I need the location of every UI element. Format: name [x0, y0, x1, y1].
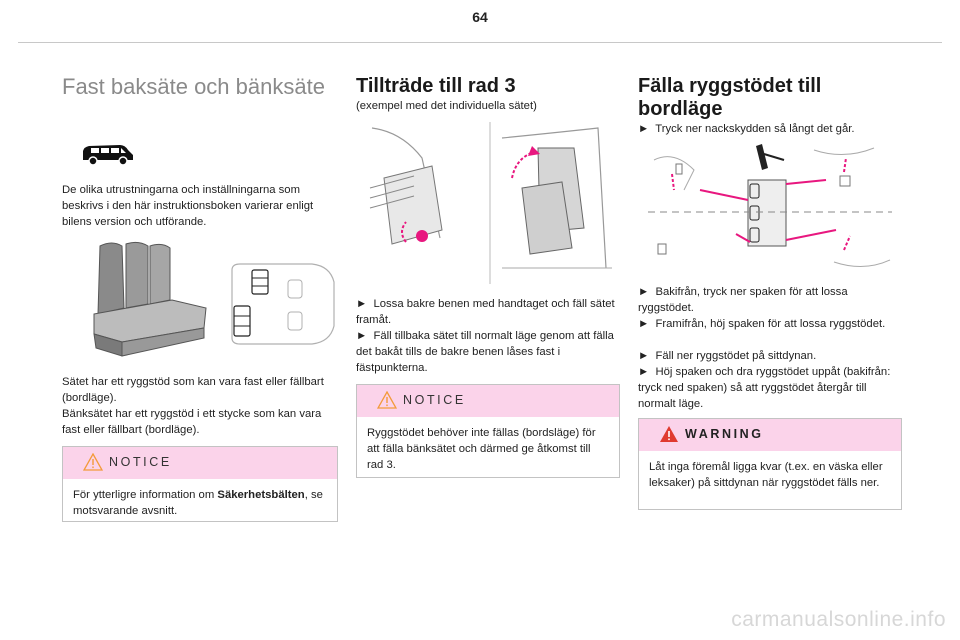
step-text: Fäll ner ryggstödet på sittdynan.: [655, 350, 817, 362]
bench-seat-illustration: [93, 241, 207, 357]
notice-box-2: NOTICE Ryggstödet behöver inte fällas (b…: [356, 384, 620, 478]
step-text: Höj spaken och dra ryggstödet uppåt (bak…: [638, 366, 891, 410]
notice-label: NOTICE: [109, 455, 172, 469]
warning-text: Låt inga föremål ligga kvar (t.ex. en vä…: [649, 461, 883, 489]
seat-description: Sätet har ett ryggstöd som kan vara fast…: [62, 376, 324, 436]
step-front-lever: ► Framifrån, höj spaken för att lossa ry…: [638, 316, 904, 332]
bullet-arrow: ►: [356, 330, 368, 342]
column-table-mode: Fälla ryggstödet till bordläge: [638, 68, 904, 121]
section-title-access-row-3: Tillträde till rad 3: [356, 75, 516, 97]
step-text: Framifrån, höj spaken för att lossa rygg…: [655, 318, 886, 330]
section-title-fixed-rear-seat: Fast baksäte och bänksäte: [62, 74, 325, 99]
bullet-arrow: ►: [638, 350, 650, 362]
step-text: Tryck ner nackskydden så långt det går.: [655, 123, 855, 135]
step-release-legs: ► Lossa bakre benen med handtaget och fä…: [356, 296, 620, 328]
warning-box: WARNING Låt inga föremål ligga kvar (t.e…: [638, 418, 902, 510]
section-title-table-mode: Fälla ryggstödet till bordläge: [638, 75, 822, 120]
seat-layout-diagram: [231, 263, 335, 345]
step-press-headrests: ► Tryck ner nackskydden så långt det går…: [638, 121, 904, 137]
notice-box-1: NOTICE För ytterligre information om Säk…: [62, 446, 338, 522]
step-text: Bakifrån, tryck ner spaken för att lossa…: [638, 286, 848, 314]
watermark: carmanualsonline.info: [731, 608, 946, 631]
step-fold-down: ► Fäll ner ryggstödet på sittdynan.: [638, 348, 904, 364]
notice-text-part: För ytterligre information om: [73, 489, 218, 501]
notice-text: För ytterligre information om Säkerhetsb…: [63, 479, 337, 519]
example-note: (exempel med det individuella sätet): [356, 100, 537, 112]
bullet-arrow: ►: [638, 366, 650, 378]
notice-text-part: , se motsvarande avsnitt.: [73, 489, 323, 517]
bullet-arrow: ►: [638, 123, 650, 135]
column-access-row-3: Tillträde till rad 3: [356, 68, 620, 98]
notice-label: NOTICE: [403, 393, 466, 407]
notice-warning-icon: [377, 391, 397, 409]
step-restore: ► Höj spaken och dra ryggstödet uppåt (b…: [638, 364, 904, 412]
bullet-arrow: ►: [356, 298, 368, 310]
bullet-arrow: ►: [638, 318, 650, 330]
step-rear-lever: ► Bakifrån, tryck ner spaken för att los…: [638, 284, 904, 316]
column-fixed-rear-seat: Fast baksäte och bänksäte: [62, 68, 338, 100]
seat-tilt-illustration: [369, 122, 612, 284]
notice-warning-icon: [83, 453, 103, 471]
warning-header: WARNING: [639, 419, 901, 451]
page-number: 64: [472, 9, 488, 25]
van-icon: [83, 145, 133, 166]
backrest-fold-illustration: [648, 144, 892, 267]
step-text: Lossa bakre benen med handtaget och fäll…: [356, 298, 615, 326]
header-divider: [18, 42, 942, 43]
intro-text: De olika utrustningarna och inställninga…: [62, 184, 314, 228]
notice-text: Ryggstödet behöver inte fällas (bordsläg…: [367, 427, 596, 471]
notice-header: NOTICE: [357, 385, 619, 417]
warning-label: WARNING: [685, 427, 764, 441]
seatbelts-reference: Säkerhetsbälten: [217, 489, 305, 501]
warning-icon: [660, 426, 678, 442]
step-fold-back: ► Fäll tillbaka sätet till normalt läge …: [356, 328, 620, 376]
notice-header: NOTICE: [63, 447, 337, 479]
step-text: Fäll tillbaka sätet till normalt läge ge…: [356, 330, 614, 374]
bullet-arrow: ►: [638, 286, 650, 298]
